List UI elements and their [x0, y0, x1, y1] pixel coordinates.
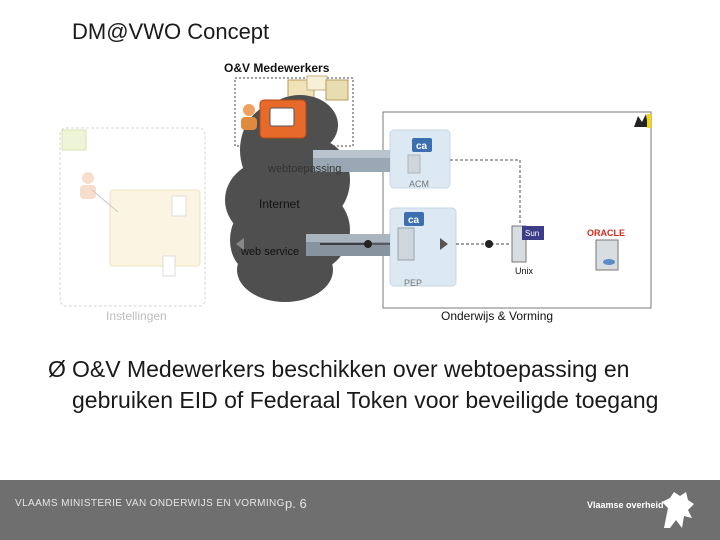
bullet-text: O&V Medewerkers beschikken over webtoepa… [72, 356, 659, 413]
footer-page-number: p. 6 [285, 496, 307, 511]
ow-lion-logo [632, 113, 651, 129]
instellingen-doc2-icon [162, 255, 176, 277]
architecture-diagram: ca ca Sun ORACLE [59, 75, 652, 309]
acm-ca-text: ca [416, 141, 428, 152]
label-acm: ACM [409, 179, 429, 189]
flemish-lion-icon [662, 492, 694, 528]
laptop-icon [269, 107, 295, 127]
pep-unix-endpoint [485, 240, 493, 248]
acm-server-icon [407, 154, 421, 174]
label-onderwijs-vorming: Onderwijs & Vorming [441, 309, 554, 323]
pep-ca-logo [404, 212, 424, 226]
pep-arrow [440, 238, 448, 250]
thumb-3 [325, 79, 349, 101]
instellingen-user-icon [80, 172, 96, 199]
sun-text: Sun [525, 229, 539, 238]
bullet-arrow-icon: Ø [48, 356, 66, 382]
label-pep: PEP [404, 278, 423, 288]
footer-brand: Vlaamse overheid [587, 500, 664, 510]
label-medewerkers: O&V Medewerkers [224, 61, 330, 75]
user-icon [241, 104, 257, 130]
slide-title: DM@VWO Concept [72, 19, 270, 44]
footer-ministry: VLAAMS MINISTERIE VAN ONDERWIJS EN VORMI… [15, 498, 285, 509]
footer-bar [0, 480, 720, 540]
instellingen-logo [61, 129, 87, 151]
pep-server-icon [397, 227, 415, 261]
pep-ca-text: ca [408, 215, 420, 226]
label-unix: Unix [515, 266, 534, 276]
label-internet: Internet [259, 197, 300, 211]
diagram-labels [0, 60, 720, 330]
instellingen-box [59, 127, 206, 307]
bullet-point: Ø O&V Medewerkers beschikken over webtoe… [48, 354, 688, 416]
instellingen-link [91, 189, 119, 213]
instellingen-doc-icon [171, 195, 187, 217]
acm-ca-logo [412, 138, 432, 152]
label-instellingen: Instellingen [106, 309, 167, 323]
label-webtoepassing: webtoepassing [268, 163, 342, 175]
label-webservice: web service [241, 246, 300, 258]
ws-arrow-left [236, 238, 244, 250]
sun-logo [522, 226, 544, 240]
ow-box [382, 111, 652, 309]
oracle-logo: ORACLE [587, 228, 625, 238]
